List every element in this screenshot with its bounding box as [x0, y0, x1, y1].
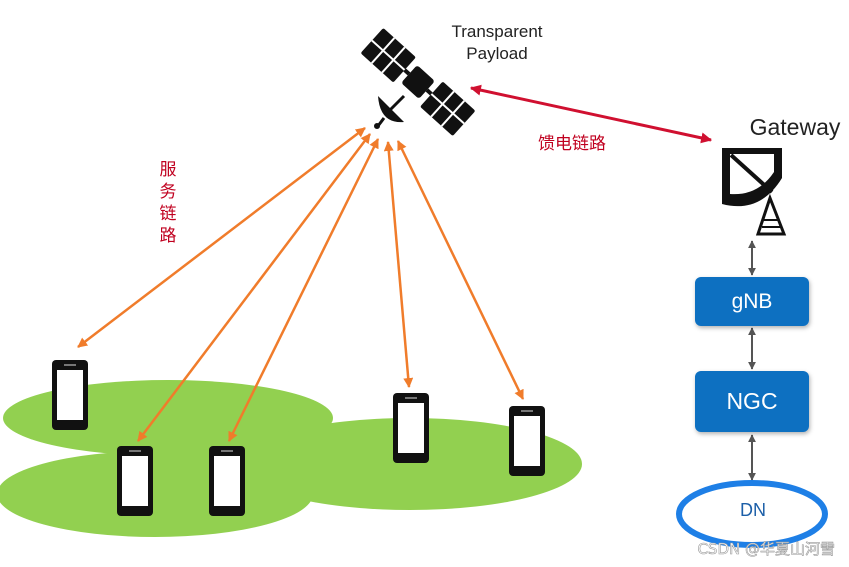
gateway-dish-icon	[722, 148, 787, 236]
user-equipment	[52, 360, 545, 516]
phone-icon	[209, 446, 245, 516]
service-link-arrow-4	[383, 141, 414, 388]
ngc-box	[695, 371, 809, 432]
phone-icon	[509, 406, 545, 476]
satellite-label-line1: Transparent	[451, 22, 542, 41]
gnb-label: gNB	[732, 290, 773, 313]
dn-ellipse	[676, 480, 828, 548]
service-link-char: 服	[160, 160, 177, 180]
service-link-label: 服 务 链 路	[160, 160, 177, 246]
dn-node: DN	[676, 480, 828, 548]
watermark: CSDN @华夏山河雪	[697, 540, 835, 558]
feeder-link-arrow	[469, 84, 713, 144]
gnb-node: gNB	[695, 277, 809, 326]
phone-icon	[393, 393, 429, 463]
service-link-arrows	[77, 127, 525, 442]
service-link-char: 路	[160, 226, 177, 246]
satellite-label-line2: Payload	[466, 44, 527, 63]
ngc-label: NGC	[726, 388, 777, 414]
phone-icon	[117, 446, 153, 516]
gateway-label: Gateway	[750, 114, 841, 140]
dn-label: DN	[740, 500, 766, 520]
satellite-icon	[361, 28, 475, 136]
service-link-arrow-5	[396, 140, 525, 400]
service-link-arrow-1	[77, 127, 366, 348]
service-link-char: 链	[160, 204, 177, 224]
service-link-char: 务	[160, 182, 177, 202]
gnb-box	[695, 277, 809, 326]
phone-icon	[52, 360, 88, 430]
feeder-link-label: 馈电链路	[538, 134, 606, 154]
coverage-cell-3	[0, 451, 313, 537]
ngc-node: NGC	[695, 371, 809, 432]
service-link-arrow-3	[227, 138, 380, 442]
